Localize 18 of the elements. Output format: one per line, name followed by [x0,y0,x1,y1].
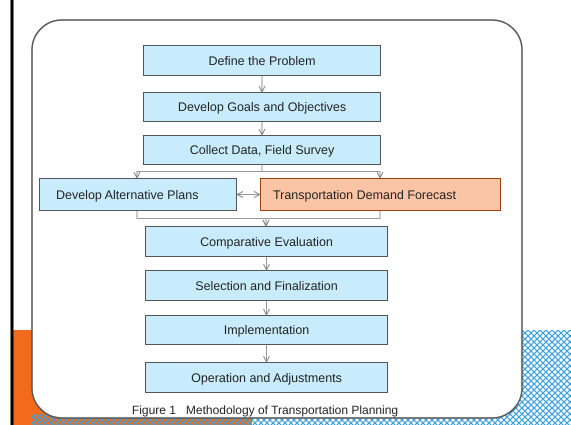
process-box: Selection and Finalization [145,270,388,301]
arrow [236,191,260,198]
process-box: Comparative Evaluation [145,226,388,257]
arrow [262,210,380,226]
process-box: Collect Data, Field Survey [143,135,381,165]
process-box: Develop Alternative Plans [39,178,237,211]
process-box: Operation and Adjustments [145,362,388,393]
arrow [263,300,270,316]
process-box: Implementation [145,315,388,345]
process-box: Define the Problem [143,45,381,76]
arrow [262,164,384,178]
figure-caption: Figure 1 Methodology of Transportation Planning [130,403,400,417]
arrow [258,76,266,92]
process-box: Develop Goals and Objectives [143,92,381,122]
highlighted-process-box: Transportation Demand Forecast [260,178,501,211]
arrow [263,344,270,362]
arrow [258,122,266,136]
arrow [263,256,270,270]
